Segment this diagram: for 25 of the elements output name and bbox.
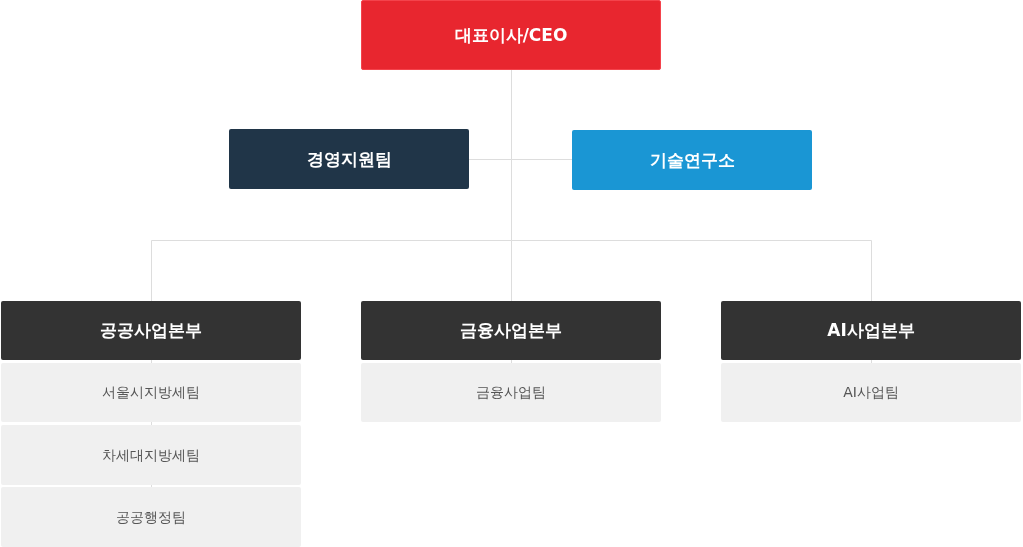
org-box: 공공사업본부 <box>1 301 301 360</box>
connector-line <box>871 359 872 364</box>
team-box: 금융사업팀 <box>361 363 661 422</box>
team-box: 서울시지방세팀 <box>1 363 301 422</box>
team-box: 공공행정팀 <box>1 487 301 547</box>
connector-line <box>511 359 512 364</box>
org-box: 대표이사/CEO <box>361 0 661 70</box>
org-box: 경영지원팀 <box>229 129 469 189</box>
connector-line <box>511 159 512 241</box>
connector-line <box>151 484 152 488</box>
connector-line <box>468 159 512 160</box>
org-box: 금융사업본부 <box>361 301 661 360</box>
connector-line <box>151 421 152 426</box>
connector-line <box>511 69 512 160</box>
connector-line <box>151 240 512 241</box>
team-box: AI사업팀 <box>721 363 1021 422</box>
connector-line <box>511 240 512 302</box>
connector-line <box>511 159 573 160</box>
connector-line <box>151 240 152 302</box>
org-box: AI사업본부 <box>721 301 1021 360</box>
connector-line <box>151 359 152 364</box>
connector-line <box>871 240 872 302</box>
connector-line <box>511 240 872 241</box>
org-box: 기술연구소 <box>572 130 812 190</box>
team-box: 차세대지방세팀 <box>1 425 301 485</box>
